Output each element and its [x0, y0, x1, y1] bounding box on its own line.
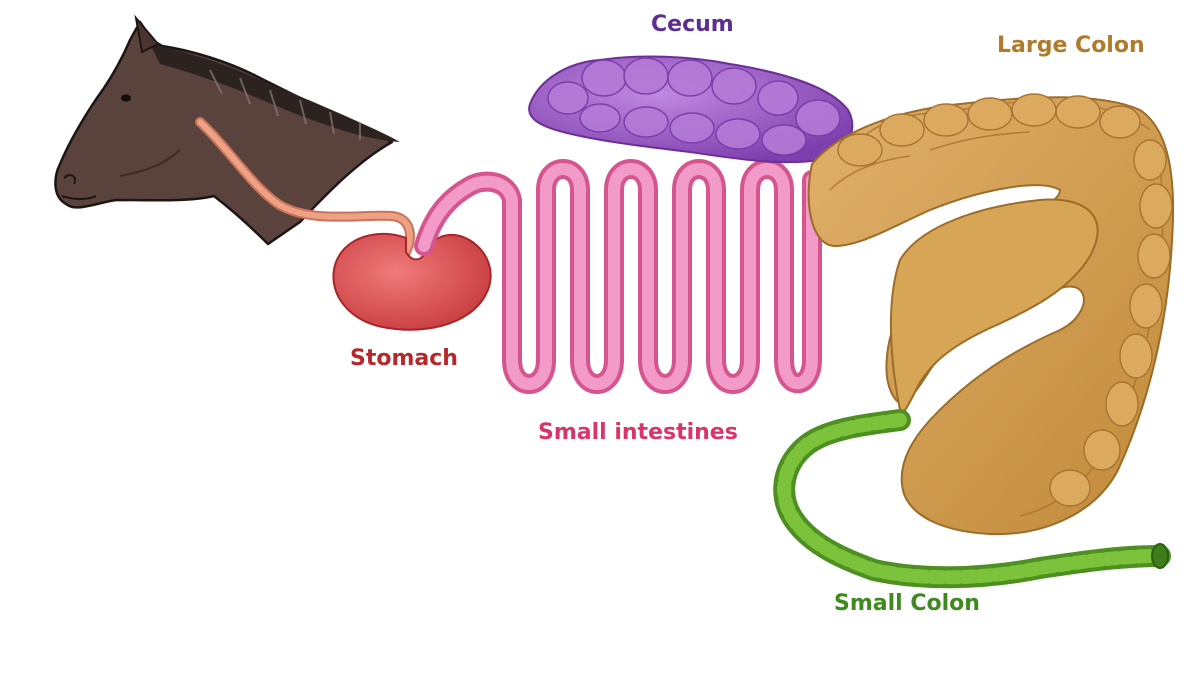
- small-colon-label: Small Colon: [834, 591, 980, 616]
- cecum-label: Cecum: [651, 12, 734, 37]
- stomach-label: Stomach: [350, 346, 458, 371]
- small-colon-organ: [773, 409, 1171, 589]
- large-colon-organ: [807, 93, 1175, 536]
- cecum-organ: [528, 55, 854, 164]
- small-intestines-organ: [414, 159, 822, 394]
- horse-head-icon: [54, 14, 400, 246]
- small-intestines-label: Small intestines: [538, 420, 738, 445]
- large-colon-label: Large Colon: [997, 33, 1145, 58]
